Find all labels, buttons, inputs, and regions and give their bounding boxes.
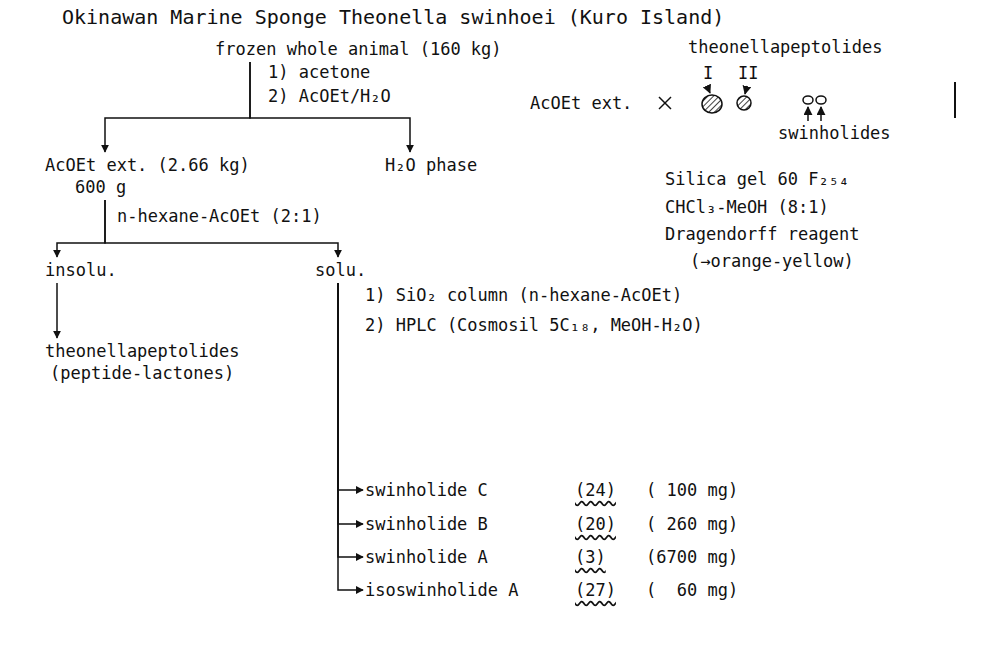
title-holder: Okinawan Marine Sponge Theonella swinhoe… <box>62 4 724 30</box>
tlc-spot <box>737 96 751 110</box>
flow-step: solu. <box>313 257 369 283</box>
procedure-label: 1) SiO₂ column (n-hexane-AcOEt) 2) HPLC … <box>365 280 708 340</box>
flow-arrow <box>56 283 58 338</box>
pointer-arrow <box>707 86 710 93</box>
flow-arrow <box>338 283 363 490</box>
label-holder: Dragendorff reagent <box>665 223 859 245</box>
tlc-label: Dragendorff reagent <box>665 223 859 245</box>
step-note: 600 g <box>75 176 250 198</box>
tlc-spot <box>816 96 826 104</box>
label-holder: CHCl₃-MeOH (8:1) <box>665 196 829 218</box>
yield-text: (6700 mg) <box>646 546 738 568</box>
procedure-label: n-hexane-AcOEt (2:1) <box>117 205 322 227</box>
label-holder: theonellapeptolides <box>688 36 882 58</box>
step-text: swinholide C <box>365 479 575 501</box>
pointer-arrow <box>820 107 822 121</box>
flow-arrow <box>338 283 363 590</box>
procedure-label: 1) acetone 2) AcOEt/H₂O <box>268 60 396 108</box>
flow-step: H₂O phase <box>383 152 480 178</box>
step-text: insolu. <box>45 259 117 281</box>
tlc-label: AcOEt ext. <box>530 92 632 114</box>
step-text: swinholide A <box>365 546 575 568</box>
tlc-spot <box>803 96 813 104</box>
label-holder: I <box>703 62 713 84</box>
origin-mark <box>659 97 671 109</box>
step-text: AcOEt ext. (2.66 kg) <box>45 154 250 176</box>
solvent-front <box>954 82 956 118</box>
tlc-label: (→orange-yellow) <box>690 250 854 272</box>
yield-text: ( 260 mg) <box>646 513 738 535</box>
compound-number: (27) <box>575 579 646 601</box>
flow-arrow <box>338 283 363 557</box>
step-text: H₂O phase <box>385 154 478 176</box>
compound-number: (24) <box>575 479 646 501</box>
origin-mark <box>659 97 671 109</box>
product-row: swinholide C(24)( 100 mg) <box>363 477 741 503</box>
product-row: isoswinholide A(27)( 60 mg) <box>363 577 741 603</box>
flow-step: AcOEt ext. (2.66 kg)600 g <box>43 152 252 200</box>
title: Okinawan Marine Sponge Theonella swinhoe… <box>62 4 724 30</box>
flow-step: theonellapeptolides(peptide-lactones) <box>43 338 242 386</box>
tlc-spot <box>702 95 722 113</box>
flow-arrow <box>338 283 363 524</box>
step-text: solu. <box>315 259 367 281</box>
product-row: swinholide B(20)( 260 mg) <box>363 511 741 537</box>
yield-text: ( 60 mg) <box>646 579 738 601</box>
label-holder: (→orange-yellow) <box>690 250 854 272</box>
edge-label-holder: 1) acetone 2) AcOEt/H₂O <box>268 60 396 108</box>
tlc-label: CHCl₃-MeOH (8:1) <box>665 196 829 218</box>
tlc-label: Silica gel 60 F₂₅₄ <box>665 168 849 190</box>
yield-text: ( 100 mg) <box>646 479 738 501</box>
tlc-label: swinholides <box>778 122 891 144</box>
edge-label-holder: n-hexane-AcOEt (2:1) <box>117 205 322 227</box>
tlc-label: I <box>703 62 713 84</box>
step-text: frozen whole animal (160 kg) <box>215 38 502 60</box>
flow-arrow <box>105 200 338 257</box>
flow-step: frozen whole animal (160 kg) <box>213 36 504 62</box>
step-text: isoswinholide A <box>365 579 575 601</box>
label-holder: AcOEt ext. <box>530 92 632 114</box>
label-holder: Silica gel 60 F₂₅₄ <box>665 168 849 190</box>
flow-arrow <box>57 200 105 257</box>
step-note: (peptide-lactones) <box>50 362 240 384</box>
product-row: swinholide A(3)(6700 mg) <box>363 544 741 570</box>
pointer-arrow <box>745 86 747 94</box>
label-holder: II <box>738 62 758 84</box>
tlc-label: theonellapeptolides <box>688 36 882 58</box>
label-holder: swinholides <box>778 122 891 144</box>
tlc-label: II <box>738 62 758 84</box>
pointer-arrow <box>807 107 809 121</box>
step-text: theonellapeptolides <box>45 340 240 362</box>
edge-label-holder: 1) SiO₂ column (n-hexane-AcOEt) 2) HPLC … <box>365 280 708 340</box>
flow-arrow <box>105 62 250 152</box>
compound-number: (20) <box>575 513 646 535</box>
flow-step: insolu. <box>43 257 119 283</box>
step-text: swinholide B <box>365 513 575 535</box>
compound-number: (3) <box>575 546 646 568</box>
